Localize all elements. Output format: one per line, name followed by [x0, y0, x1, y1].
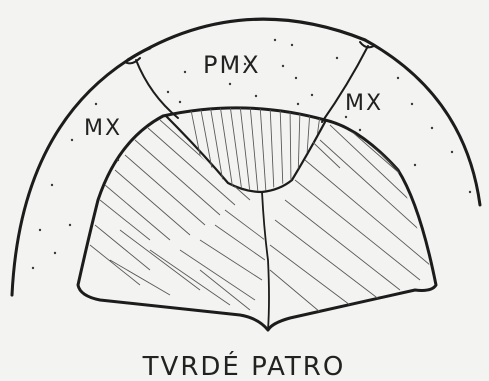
label-maxilla-left: MX	[84, 116, 122, 141]
label-maxilla-right: MX	[345, 91, 383, 116]
median-suture	[262, 192, 269, 330]
hatching-premaxilla	[190, 105, 320, 193]
suture-left	[136, 60, 178, 118]
outer-arch-left	[12, 48, 150, 295]
hatching-right-palatine	[270, 125, 435, 312]
outer-arch-right	[365, 40, 480, 205]
label-premaxilla: PMX	[203, 51, 261, 79]
inner-palate-outline	[78, 108, 436, 330]
caption: TVRDÉ PATRO	[142, 350, 346, 381]
hatching-left-palatine	[90, 120, 265, 310]
